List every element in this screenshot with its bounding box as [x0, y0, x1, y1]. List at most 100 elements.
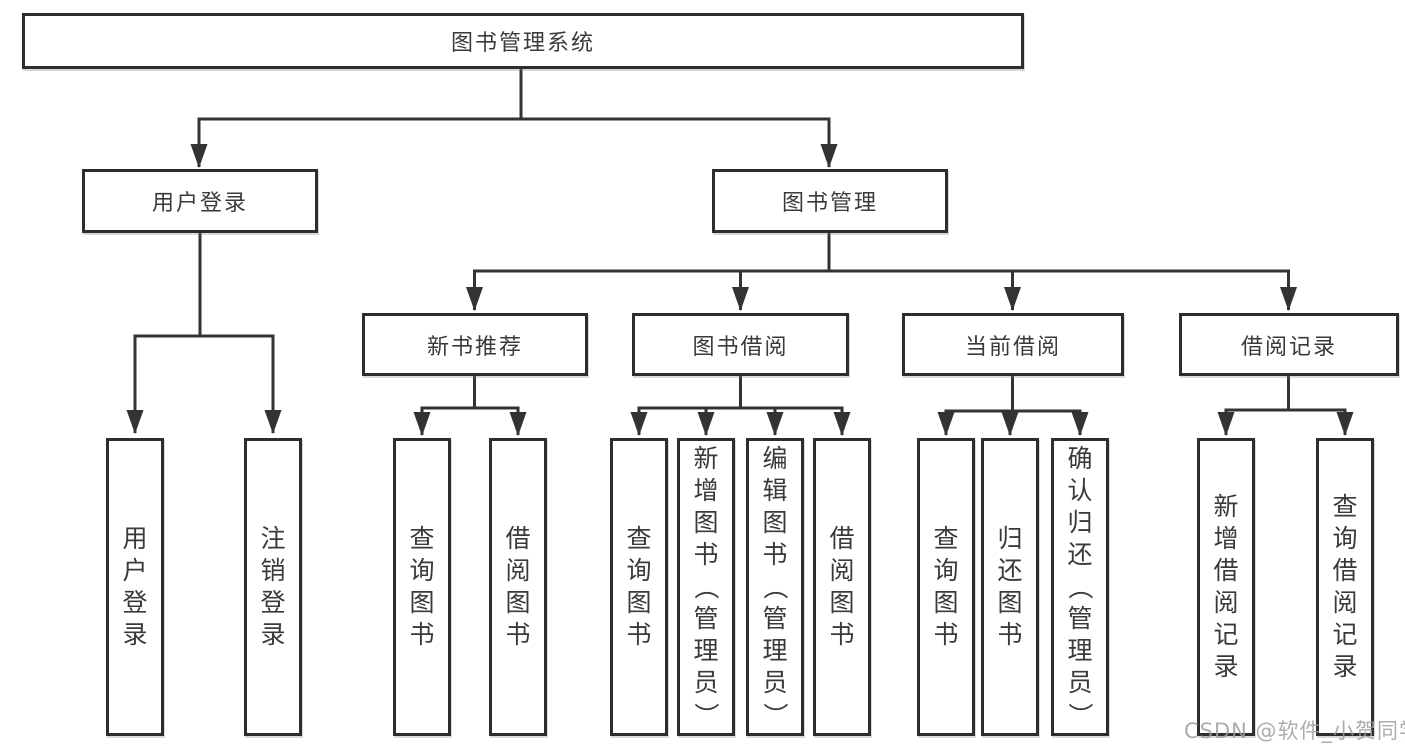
vertical-char: 录: [122, 620, 148, 649]
vertical-char: 用: [122, 524, 148, 553]
vertical-char: 理: [693, 636, 719, 665]
leaf-borrow-books-1: 借阅图书: [489, 438, 547, 736]
vertical-char: 销: [260, 556, 286, 585]
vertical-char: 借: [829, 524, 855, 553]
vertical-char: ）: [691, 702, 721, 728]
node-label: 图书管理: [781, 191, 878, 216]
vertical-char: 图: [409, 588, 435, 617]
connector-new-books-children: [413, 376, 527, 436]
vertical-char: （: [691, 574, 721, 600]
node-new-book-recommend: 新书推荐: [362, 313, 588, 376]
vertical-char: 阅: [1332, 588, 1358, 617]
vertical-char: 查: [933, 524, 959, 553]
vertical-char: 编: [762, 444, 788, 473]
vertical-char: 记: [1213, 620, 1239, 649]
connector-book-mgmt-children: [466, 233, 1297, 311]
vertical-char: 询: [933, 556, 959, 585]
node-label: 归还图书: [984, 441, 1036, 733]
vertical-char: 书: [933, 620, 959, 649]
node-label: 注销登录: [247, 441, 299, 733]
vertical-char: 增: [693, 476, 719, 505]
vertical-char: 书: [997, 620, 1023, 649]
vertical-char: 员: [1067, 668, 1093, 697]
vertical-char: 书: [829, 620, 855, 649]
vertical-char: 图: [693, 508, 719, 537]
vertical-char: 员: [762, 668, 788, 697]
connector-user-login-children: [126, 233, 282, 434]
vertical-char: 登: [260, 588, 286, 617]
vertical-char: 管: [693, 604, 719, 633]
node-label: 新增图书（管理员）: [680, 441, 732, 733]
vertical-char: 管: [1067, 604, 1093, 633]
vertical-char: 录: [1213, 652, 1239, 681]
node-label: 用户登录: [109, 441, 161, 733]
vertical-char: 图: [829, 588, 855, 617]
vertical-char: 书: [505, 620, 531, 649]
vertical-char: 归: [1067, 508, 1093, 537]
vertical-char: 询: [1332, 524, 1358, 553]
leaf-return-books: 归还图书: [981, 438, 1039, 736]
vertical-char: 图: [997, 588, 1023, 617]
node-label: 编辑图书（管理员）: [749, 441, 801, 733]
vertical-char: 确: [1067, 444, 1093, 473]
connector-borrow-records-children: [1217, 376, 1354, 436]
connector-current-borrow-children: [937, 376, 1089, 436]
connector-book-borrow-children: [630, 376, 851, 436]
vertical-char: 理: [1067, 636, 1093, 665]
node-book-management: 图书管理: [712, 169, 948, 233]
leaf-confirm-return-admin: 确认归还 （ 管理员 ）: [1051, 438, 1109, 736]
vertical-char: 新: [1213, 492, 1239, 521]
vertical-char: 还: [997, 556, 1023, 585]
vertical-char: 增: [1213, 524, 1239, 553]
vertical-char: 查: [1332, 492, 1358, 521]
vertical-char: 借: [1213, 556, 1239, 585]
vertical-char: 管: [762, 604, 788, 633]
node-book-borrowing: 图书借阅: [632, 313, 849, 376]
node-label: 查询图书: [613, 441, 665, 733]
vertical-char: 认: [1067, 476, 1093, 505]
vertical-char: 记: [1332, 620, 1358, 649]
vertical-char: 图: [505, 588, 531, 617]
vertical-char: 录: [1332, 652, 1358, 681]
vertical-char: 书: [409, 620, 435, 649]
vertical-char: （: [1065, 574, 1095, 600]
vertical-char: 询: [409, 556, 435, 585]
node-label: 用户登录: [151, 191, 248, 216]
vertical-char: 借: [1332, 556, 1358, 585]
node-label: 新增借阅记录: [1200, 441, 1252, 733]
vertical-char: 书: [762, 540, 788, 569]
node-label: 借阅图书: [492, 441, 544, 733]
csdn-watermark: CSDN @软件_小贺同学: [1184, 719, 1405, 743]
vertical-char: 户: [122, 556, 148, 585]
leaf-borrow-books-2: 借阅图书: [813, 438, 871, 736]
vertical-char: ）: [1065, 702, 1095, 728]
vertical-char: 员: [693, 668, 719, 697]
vertical-char: 阅: [1213, 588, 1239, 617]
vertical-char: 归: [997, 524, 1023, 553]
vertical-char: 书: [693, 540, 719, 569]
leaf-edit-books-admin: 编辑图书（管理员）: [746, 438, 804, 736]
connector-root-to-level2: [190, 68, 838, 168]
vertical-char: 录: [260, 620, 286, 649]
vertical-char: 阅: [829, 556, 855, 585]
node-book-management-system: 图书管理系统: [22, 13, 1024, 69]
vertical-char: 登: [122, 588, 148, 617]
vertical-char: 阅: [505, 556, 531, 585]
vertical-char: 查: [409, 524, 435, 553]
node-user-login: 用户登录: [82, 169, 318, 233]
leaf-query-books-2: 查询图书: [610, 438, 668, 736]
vertical-char: 注: [260, 524, 286, 553]
vertical-char: 理: [762, 636, 788, 665]
vertical-char: 图: [933, 588, 959, 617]
node-label: 查询借阅记录: [1319, 441, 1371, 733]
vertical-char: 询: [626, 556, 652, 585]
leaf-query-books-1: 查询图书: [393, 438, 451, 736]
vertical-char: 还: [1067, 540, 1093, 569]
node-label: 查询图书: [396, 441, 448, 733]
node-label: 当前借阅: [964, 334, 1061, 360]
node-label: 确认归还 （ 管理员 ）: [1054, 441, 1106, 733]
leaf-user-login: 用户登录: [106, 438, 164, 736]
vertical-char: 图: [762, 508, 788, 537]
